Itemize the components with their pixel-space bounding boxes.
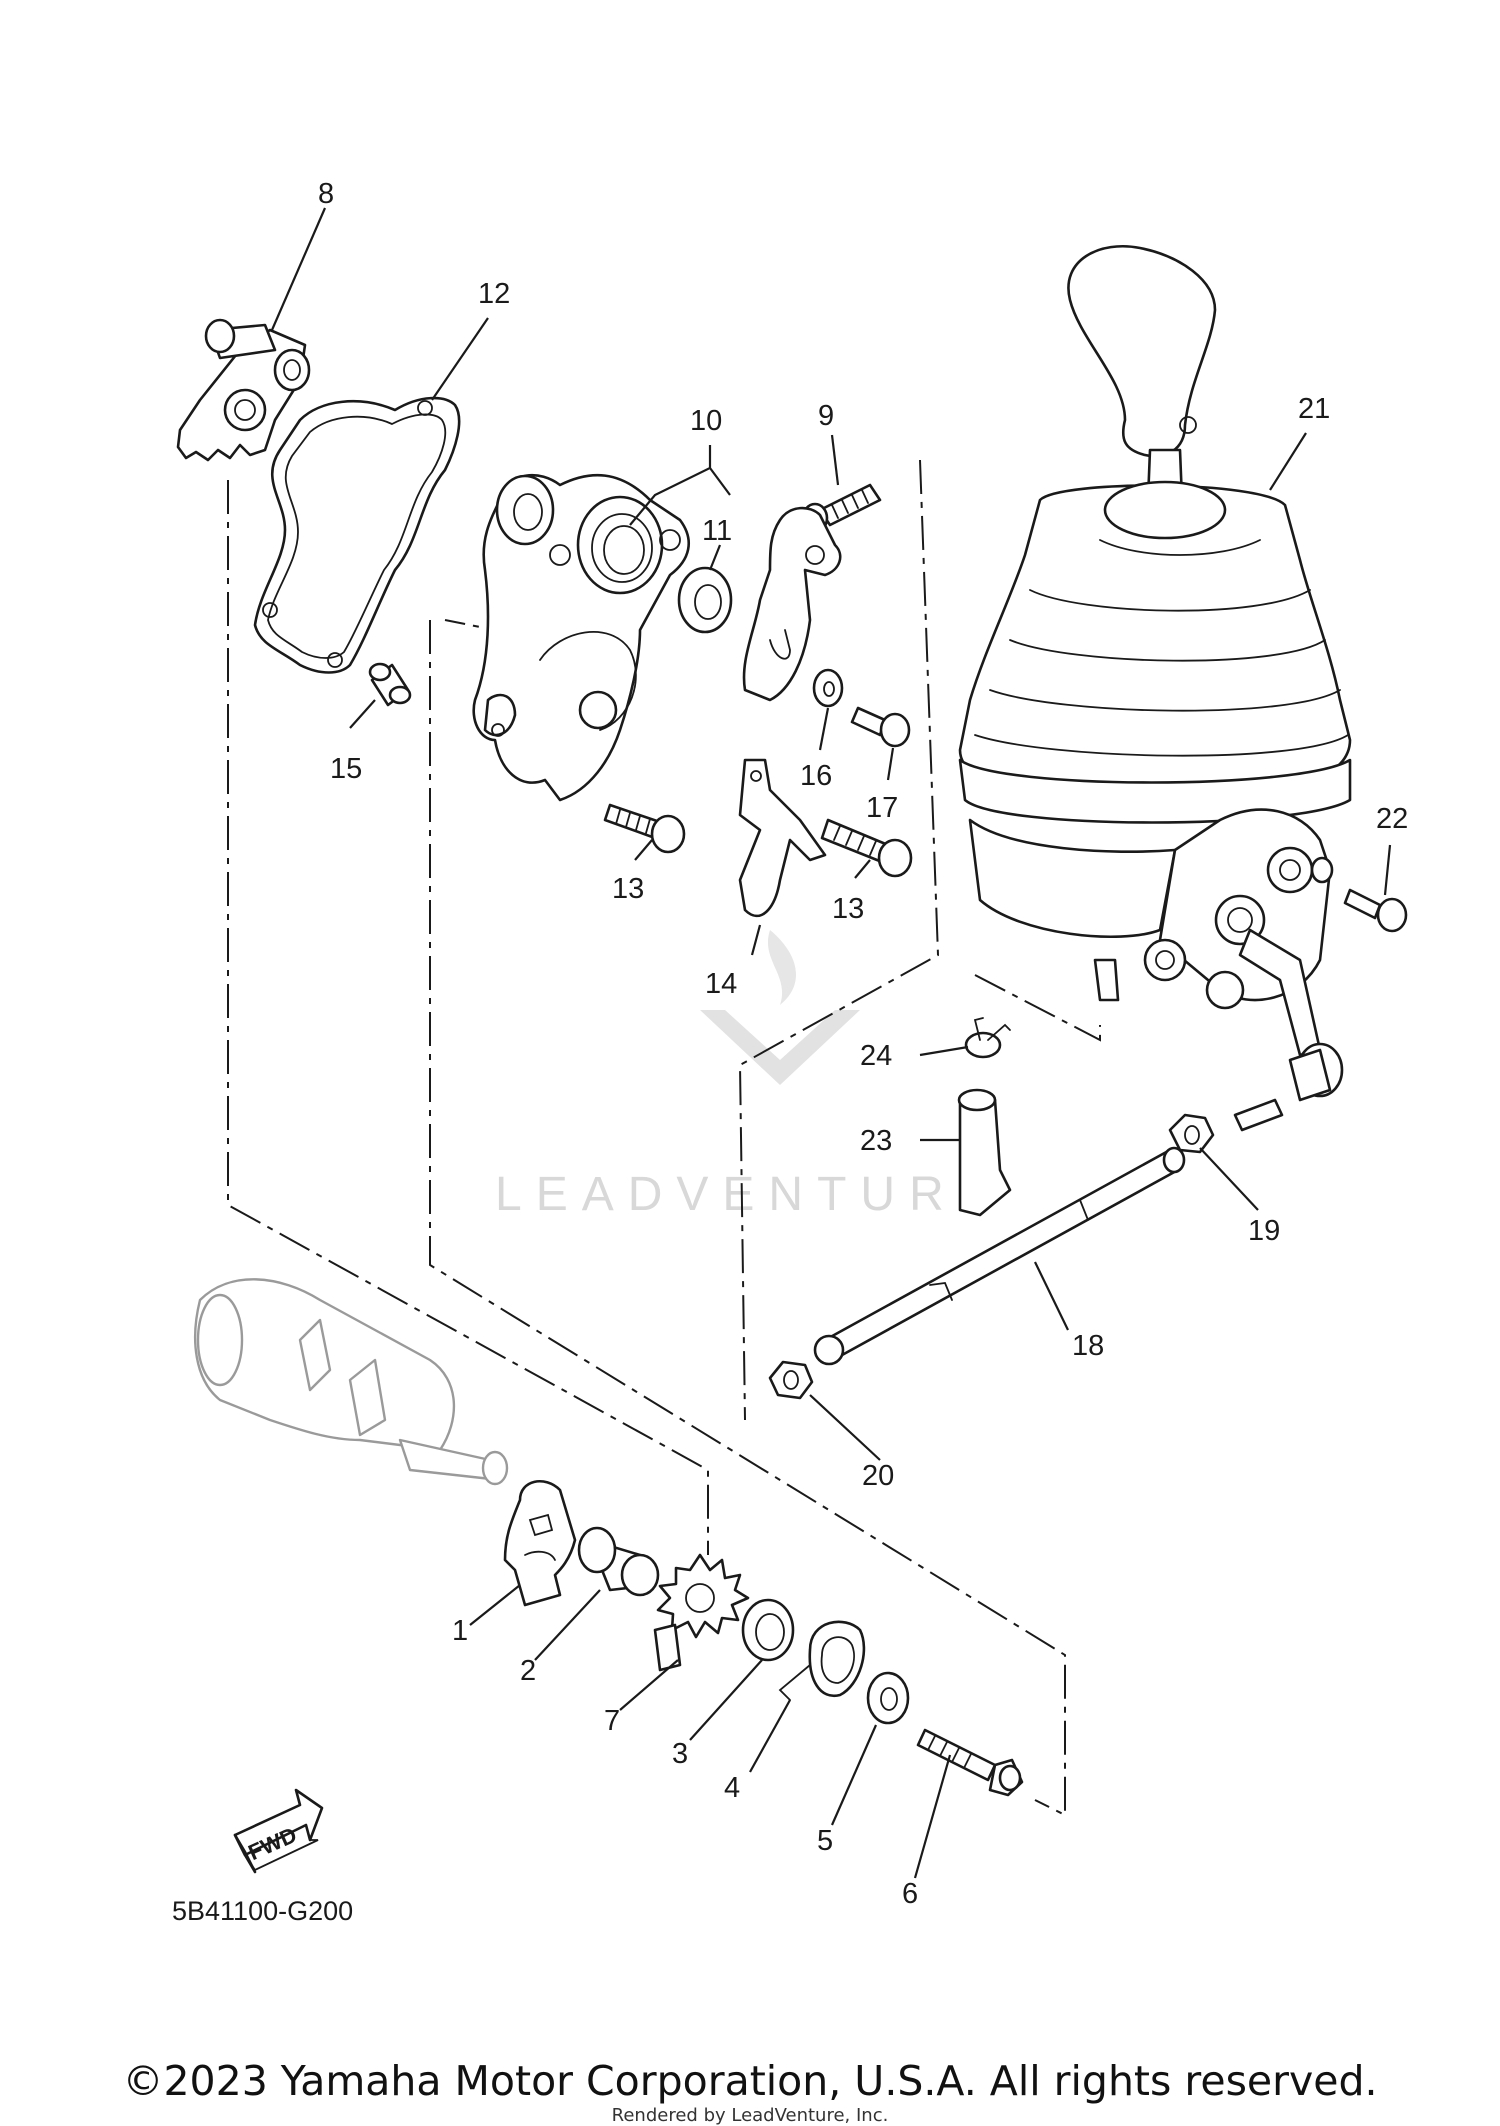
- leader-lines: [270, 207, 1392, 1879]
- callout-12: 12: [478, 278, 510, 310]
- part-shift-arm-8: [176, 318, 311, 462]
- part-dowel-15: [368, 662, 412, 707]
- callout-14: 14: [705, 968, 737, 1000]
- part-nut-19: [1168, 1113, 1215, 1154]
- part-bolt-17: [850, 706, 911, 748]
- callout-15: 15: [330, 753, 362, 785]
- callout-numbers: 8 12 10 11 9 21 15 16 17 13 13 22 14 24 …: [318, 178, 1408, 1910]
- part-shift-cam-1: [503, 1480, 577, 1607]
- part-bolt-22: [1310, 856, 1408, 933]
- part-clip-14: [738, 758, 827, 918]
- callout-3: 3: [672, 1738, 688, 1770]
- part-washer-16: [812, 668, 844, 708]
- part-boot-23: [957, 1088, 1012, 1217]
- part-nut-20: [768, 1360, 814, 1400]
- callout-17: 17: [866, 792, 898, 824]
- callout-5: 5: [817, 1825, 833, 1857]
- watermark-text: LEADVENTURE: [495, 1168, 1004, 1221]
- callout-7: 7: [604, 1705, 620, 1737]
- callout-18: 18: [1072, 1330, 1104, 1362]
- part-clip-24: [964, 1017, 1011, 1059]
- callout-9: 9: [818, 400, 834, 432]
- part-spring-4: [778, 1620, 866, 1701]
- part-pin-2: [577, 1526, 660, 1597]
- part-shift-lever-21: [958, 244, 1352, 1057]
- callout-8: 8: [318, 178, 334, 210]
- part-washer-5: [866, 1671, 910, 1725]
- callout-2: 2: [520, 1655, 536, 1687]
- fwd-arrow-icon: FWD: [233, 1788, 324, 1874]
- callout-4: 4: [724, 1772, 740, 1804]
- part-shift-drum-phantom: [194, 1278, 509, 1486]
- rendered-by-notice: Rendered by LeadVenture, Inc.: [611, 2105, 889, 2126]
- assembly-lines: [227, 459, 1101, 1817]
- callout-13b: 13: [832, 893, 864, 925]
- drawing-code: 5B41100-G200: [172, 1896, 353, 1926]
- part-lever-bolt: [1233, 1042, 1344, 1132]
- callout-20: 20: [862, 1460, 894, 1492]
- part-bolt-13b: [820, 818, 913, 878]
- part-lever-bracket: [742, 506, 842, 702]
- part-oil-seal-11: [677, 566, 733, 634]
- watermark: LEADVENTURE: [495, 930, 1004, 1221]
- part-bolt-6: [916, 1728, 1024, 1797]
- copyright-notice: ©2023 Yamaha Motor Corporation, U.S.A. A…: [122, 2057, 1378, 2105]
- callout-11: 11: [702, 515, 732, 547]
- part-bolt-13a: [603, 803, 686, 854]
- callout-23: 23: [860, 1125, 892, 1157]
- callout-19: 19: [1248, 1215, 1280, 1247]
- callout-24: 24: [860, 1040, 892, 1072]
- callout-10: 10: [690, 405, 722, 437]
- callout-16: 16: [800, 760, 832, 792]
- callout-6: 6: [902, 1878, 918, 1910]
- callout-13a: 13: [612, 873, 644, 905]
- callout-21: 21: [1298, 393, 1330, 425]
- part-star-7: [653, 1553, 750, 1672]
- callout-22: 22: [1376, 803, 1408, 835]
- callout-1: 1: [452, 1615, 468, 1647]
- part-gasket-12: [253, 396, 461, 674]
- part-shift-cover-10: [472, 473, 690, 802]
- part-shift-rod-18: [813, 1146, 1186, 1366]
- part-washer-3: [741, 1598, 795, 1662]
